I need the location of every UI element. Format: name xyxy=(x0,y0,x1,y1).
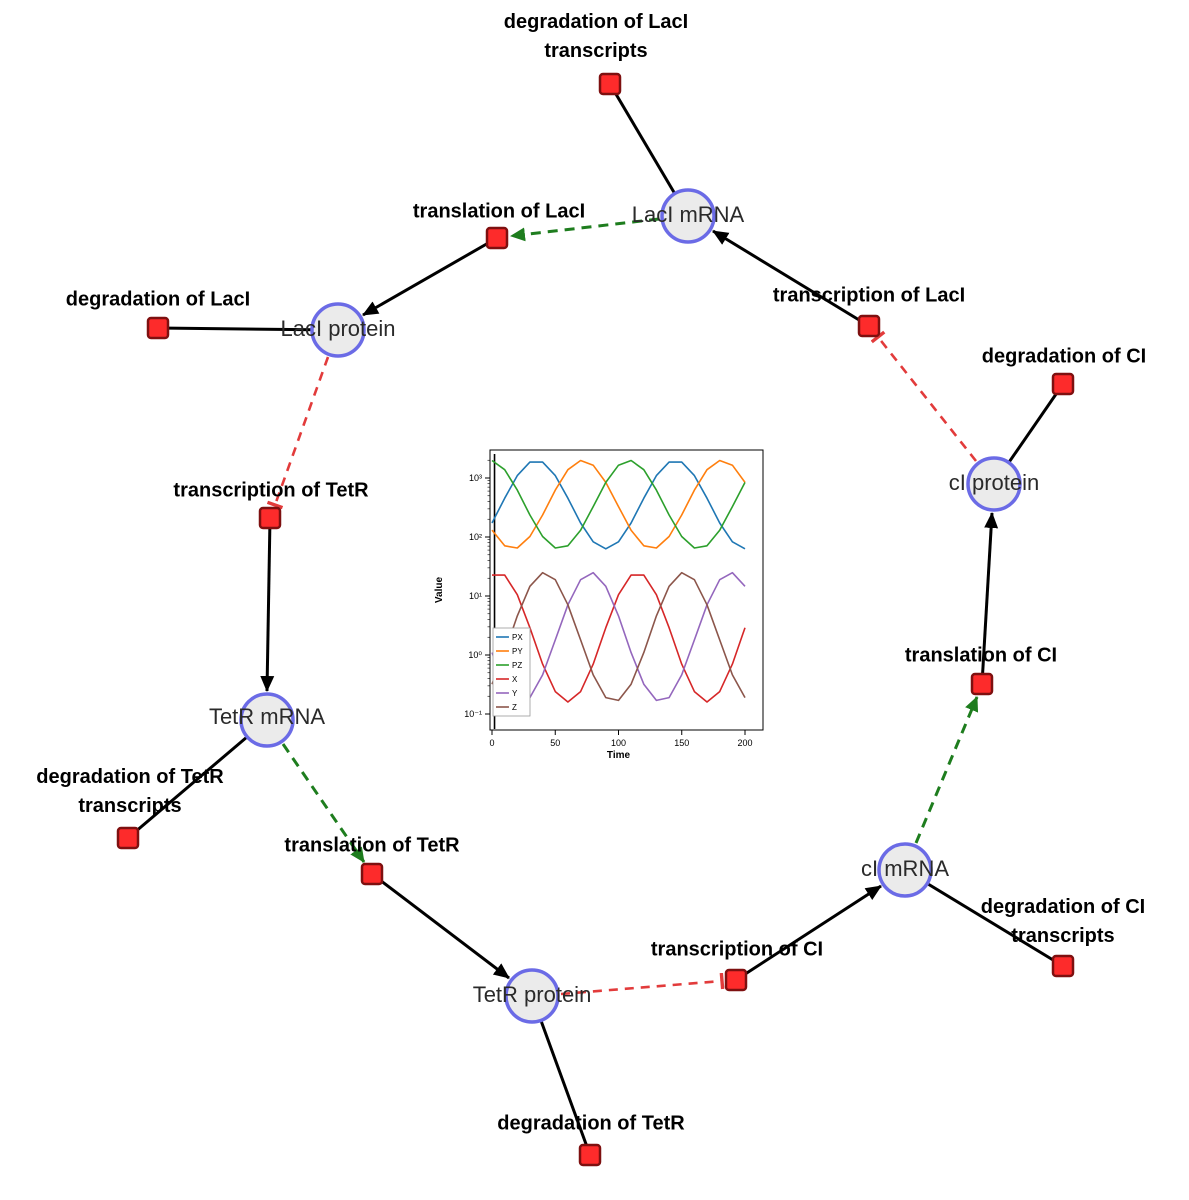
edge-translation-ci-to-ci-protein xyxy=(980,512,999,685)
edge-translation-tetr-to-tetr-protein xyxy=(371,872,510,980)
species-label-tetr-mrna: TetR mRNA xyxy=(208,704,326,729)
species-node-ci-protein[interactable] xyxy=(966,456,1022,512)
edge-tetr-protein-inhibits-transcription-ci xyxy=(560,972,725,996)
species-label-laci-mrna: LacI mRNA xyxy=(631,202,745,227)
reaction-label-transcription-ci: transcription of CI xyxy=(650,938,824,961)
series-y xyxy=(491,571,746,702)
reaction-label-transcription-laci: transcription of LacI xyxy=(772,284,966,307)
reaction-node-transcription-tetr[interactable] xyxy=(258,506,282,530)
reaction-label-translation-ci: translation of CI xyxy=(904,644,1058,667)
reaction-node-degradation-ci[interactable] xyxy=(1051,372,1075,396)
legend-label-y: Y xyxy=(512,689,518,698)
species-label-ci-protein: cI protein xyxy=(948,470,1040,495)
reaction-node-degradation-tetr[interactable] xyxy=(578,1143,602,1167)
edge-transcription-laci-to-laci-mrna xyxy=(712,229,870,328)
x-tick-label: 200 xyxy=(737,738,752,748)
series-py xyxy=(491,459,746,549)
legend-label-z: Z xyxy=(512,703,517,712)
series-px xyxy=(491,461,746,550)
species-label-tetr-protein: TetR protein xyxy=(472,982,592,1007)
edge-laci-mrna-modifies-translation xyxy=(510,217,660,242)
x-tick-label: 100 xyxy=(611,738,626,748)
reaction-label-degradation-ci-transcripts: degradation of CI transcripts xyxy=(980,896,1146,947)
reaction-label-degradation-laci-transcripts: degradation of LacI transcripts xyxy=(503,11,689,62)
species-node-laci-mrna[interactable] xyxy=(660,188,716,244)
edge-translation-laci-to-laci-protein xyxy=(362,236,498,317)
reaction-node-translation-tetr[interactable] xyxy=(360,862,384,886)
y-tick-label: 10² xyxy=(469,532,482,542)
legend-label-pz: PZ xyxy=(512,661,522,670)
edge-ci-mrna-to-degradation-transcripts xyxy=(904,868,1064,968)
legend-label-px: PX xyxy=(512,633,523,642)
reaction-label-translation-laci: translation of LacI xyxy=(412,200,586,223)
y-axis-title: Value xyxy=(434,577,445,604)
species-label-ci-mrna: cI mRNA xyxy=(861,856,949,881)
y-tick-label: 10⁰ xyxy=(468,650,482,660)
reaction-label-transcription-tetr: transcription of TetR xyxy=(173,479,369,502)
series-x xyxy=(492,574,746,703)
reaction-node-transcription-laci[interactable] xyxy=(857,314,881,338)
chart-legend-box xyxy=(492,627,531,717)
species-label-laci-protein: LacI protein xyxy=(280,316,396,341)
edge-tetr-protein-to-degradation xyxy=(530,995,592,1156)
reaction-label-degradation-laci: degradation of LacI xyxy=(65,288,251,311)
edge-ci-mrna-modifies-translation xyxy=(914,696,979,844)
x-tick-label: 150 xyxy=(674,738,689,748)
series-z xyxy=(491,571,746,702)
chart-plot-frame xyxy=(489,449,764,731)
y-tick-label: 10¹ xyxy=(469,591,482,601)
reaction-label-degradation-tetr-transcripts: degradation of TetR transcripts xyxy=(36,766,224,817)
series-pz xyxy=(491,459,746,549)
edge-laci-protein-inhibits-transcription-tetr xyxy=(266,356,330,510)
reaction-node-degradation-ci-transcripts[interactable] xyxy=(1051,954,1075,978)
reaction-label-degradation-tetr: degradation of TetR xyxy=(497,1112,685,1135)
x-axis-title: Time xyxy=(607,750,631,760)
species-node-tetr-mrna[interactable] xyxy=(239,692,295,748)
reaction-node-transcription-ci[interactable] xyxy=(724,968,748,992)
species-node-laci-protein[interactable] xyxy=(310,302,366,358)
x-tick-label: 50 xyxy=(550,738,560,748)
edge-transcription-ci-to-ci-mrna xyxy=(735,884,882,982)
reaction-node-degradation-laci-transcripts[interactable] xyxy=(598,72,622,96)
edge-tetr-mrna-modifies-translation xyxy=(281,743,366,863)
reaction-node-translation-ci[interactable] xyxy=(970,672,994,696)
x-tick-label: 0 xyxy=(489,738,494,748)
edge-laci-protein-to-degradation xyxy=(157,326,339,332)
species-node-ci-mrna[interactable] xyxy=(877,842,933,898)
edge-transcription-tetr-to-tetr-mrna xyxy=(260,517,275,692)
y-tick-label: 10³ xyxy=(469,473,482,483)
edge-tetr-mrna-to-degradation-transcripts xyxy=(127,718,268,840)
reaction-label-translation-tetr: translation of TetR xyxy=(284,834,460,857)
species-node-tetr-protein[interactable] xyxy=(504,968,560,1024)
legend-label-py: PY xyxy=(512,647,523,656)
legend-label-x: X xyxy=(512,675,518,684)
edge-ci-protein-inhibits-transcription-laci xyxy=(870,330,978,462)
reaction-node-translation-laci[interactable] xyxy=(485,226,509,250)
reaction-node-degradation-laci[interactable] xyxy=(146,316,170,340)
y-tick-label: 10⁻¹ xyxy=(464,709,482,719)
reaction-label-degradation-ci: degradation of CI xyxy=(981,345,1147,368)
reaction-node-degradation-tetr-transcripts[interactable] xyxy=(116,826,140,850)
